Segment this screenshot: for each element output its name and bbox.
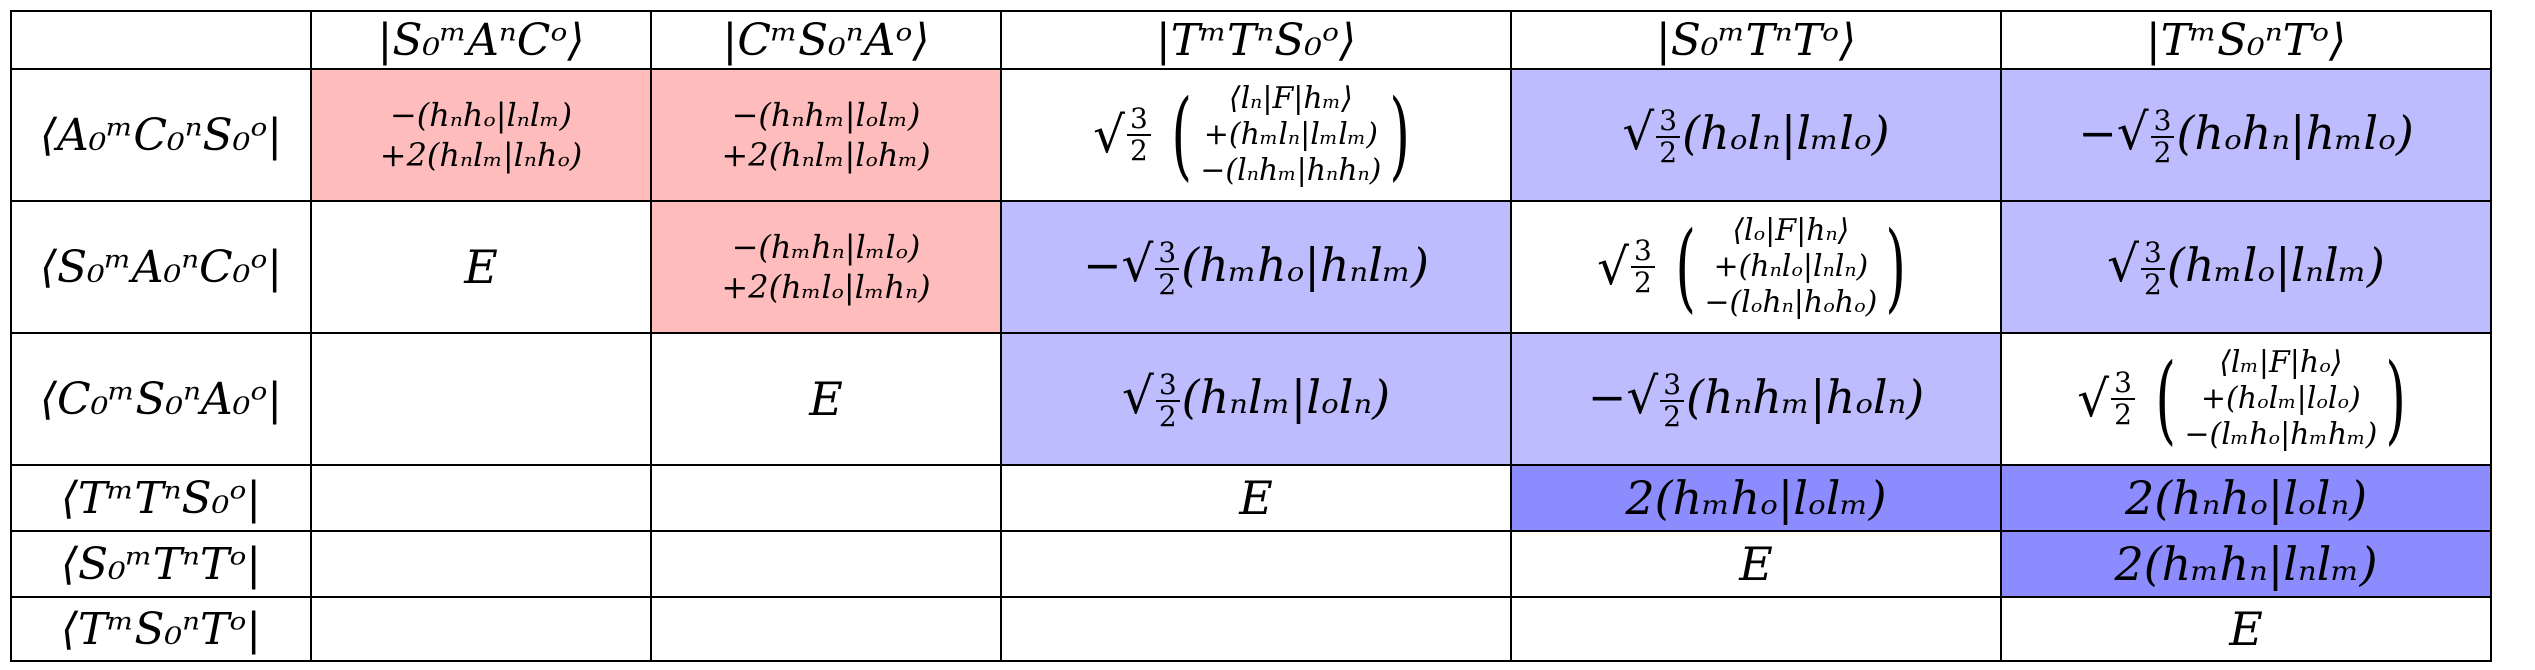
cell-line: −(lₘhₒ|hₘhₘ) (2184, 417, 2378, 452)
row-header: ⟨S₀ᵐTⁿTᵒ| (10, 530, 312, 598)
cell-r3c2: E (650, 332, 1002, 466)
cell-line: +(hₙlₒ|lₙlₙ) (1713, 249, 1869, 284)
cell-r5c3 (1000, 530, 1512, 598)
sqrt-symbol: √ (2077, 370, 2110, 428)
paren-block: ( ⟨lₙ|F|hₘ⟩ +(hₘlₙ|lₘlₘ) −(lₙhₘ|hₙhₙ) ) (1171, 79, 1411, 191)
cell-r6c4 (1510, 596, 2002, 662)
cell-value: (hₘhₒ|hₙlₘ) (1181, 237, 1430, 292)
cell-r2c1: E (310, 200, 652, 334)
matrix-elements-table: |S₀ᵐAⁿCᵒ⟩ |CᵐS₀ⁿAᵒ⟩ |TᵐTⁿS₀ᵒ⟩ |S₀ᵐTⁿTᵒ⟩ … (10, 10, 2492, 662)
cell-r6c2 (650, 596, 1002, 662)
paren-block: ( ⟨lₘ|F|hₒ⟩ +(hₒlₘ|lₒlₒ) −(lₘhₒ|hₘhₘ) ) (2155, 343, 2407, 455)
cell-r1c1: −(hₙhₒ|lₙlₘ) +2(hₙlₘ|lₙhₒ) (310, 68, 652, 202)
col-header: |TᵐS₀ⁿTᵒ⟩ (2000, 10, 2492, 70)
cell-line: +(hₒlₘ|lₒlₒ) (2200, 381, 2361, 416)
table-row: ⟨TᵐS₀ⁿTᵒ| E (10, 596, 2492, 662)
cell-value: (hₒlₙ|lₘlₒ) (1682, 105, 1890, 160)
col-header: |S₀ᵐTⁿTᵒ⟩ (1510, 10, 2002, 70)
cell-line: −(hₘhₙ|lₘlₒ) (731, 228, 921, 266)
cell-line: −(lₙhₘ|hₙhₙ) (1200, 153, 1382, 188)
cell-value: (hₙhₘ|hₒlₙ) (1686, 369, 1925, 424)
cell-value: (hₙlₘ|lₒlₙ) (1181, 369, 1391, 424)
cell-line: −(hₙhₒ|lₙlₘ) (389, 96, 573, 134)
cell-r6c1 (310, 596, 652, 662)
paren-block: ( ⟨lₒ|F|hₙ⟩ +(hₙlₒ|lₙlₙ) −(lₒhₙ|hₒhₒ) ) (1675, 211, 1907, 323)
header-row: |S₀ᵐAⁿCᵒ⟩ |CᵐS₀ⁿAᵒ⟩ |TᵐTⁿS₀ᵒ⟩ |S₀ᵐTⁿTᵒ⟩ … (10, 10, 2492, 70)
sqrt-symbol: √ (1093, 106, 1126, 164)
cell-r6c3 (1000, 596, 1512, 662)
cell-r5c5: 2(hₘhₙ|lₙlₘ) (2000, 530, 2492, 598)
row-header: ⟨A₀ᵐC₀ⁿS₀ᵒ| (10, 68, 312, 202)
cell-r5c4: E (1510, 530, 2002, 598)
cell-line: −(hₙhₘ|lₒlₘ) (731, 96, 921, 134)
cell-r5c2 (650, 530, 1002, 598)
cell-r4c4: 2(hₘhₒ|lₒlₘ) (1510, 464, 2002, 532)
cell-r4c2 (650, 464, 1002, 532)
row-header: ⟨TᵐS₀ⁿTᵒ| (10, 596, 312, 662)
cell-value: (hₒhₙ|hₘlₒ) (2176, 105, 2414, 160)
cell-r3c1 (310, 332, 652, 466)
table-row: ⟨TᵐTⁿS₀ᵒ| E 2(hₘhₒ|lₒlₘ) 2(hₙhₒ|lₒlₙ) (10, 464, 2492, 532)
cell-line: +(hₘlₙ|lₘlₘ) (1203, 117, 1378, 152)
row-header: ⟨S₀ᵐA₀ⁿC₀ᵒ| (10, 200, 312, 334)
cell-line: +2(hₙlₘ|lₒhₘ) (721, 136, 931, 174)
cell-r4c1 (310, 464, 652, 532)
col-header: |S₀ᵐAⁿCᵒ⟩ (310, 10, 652, 70)
cell-line: ⟨lₙ|F|hₘ⟩ (1228, 81, 1353, 116)
cell-line: +2(hₘlₒ|lₘhₙ) (721, 268, 931, 306)
col-header: |CᵐS₀ⁿAᵒ⟩ (650, 10, 1002, 70)
cell-r1c2: −(hₙhₘ|lₒlₘ) +2(hₙlₘ|lₒhₘ) (650, 68, 1002, 202)
cell-line: +2(hₙlₘ|lₙhₒ) (379, 136, 583, 174)
table-row: ⟨A₀ᵐC₀ⁿS₀ᵒ| −(hₙhₒ|lₙlₘ) +2(hₙlₘ|lₙhₒ) −… (10, 68, 2492, 202)
cell-line: −(lₒhₙ|hₒhₒ) (1704, 285, 1878, 320)
row-header: ⟨TᵐTⁿS₀ᵒ| (10, 464, 312, 532)
col-header: |TᵐTⁿS₀ᵒ⟩ (1000, 10, 1512, 70)
cell-r2c2: −(hₘhₙ|lₘlₒ) +2(hₘlₒ|lₘhₙ) (650, 200, 1002, 334)
cell-r5c1 (310, 530, 652, 598)
sqrt-symbol: √ (1597, 238, 1630, 296)
cell-r6c5: E (2000, 596, 2492, 662)
cell-value: (hₘlₒ|lₙlₘ) (2166, 237, 2385, 292)
cell-line: ⟨lₒ|F|hₙ⟩ (1732, 213, 1850, 248)
table-row: ⟨S₀ᵐA₀ⁿC₀ᵒ| E −(hₘhₙ|lₘlₒ) +2(hₘlₒ|lₘhₙ)… (10, 200, 2492, 334)
row-header: ⟨C₀ᵐS₀ⁿA₀ᵒ| (10, 332, 312, 466)
table-row: ⟨S₀ᵐTⁿTᵒ| E 2(hₘhₙ|lₙlₘ) (10, 530, 2492, 598)
cell-r4c3: E (1000, 464, 1512, 532)
cell-line: ⟨lₘ|F|hₒ⟩ (2219, 345, 2343, 380)
cell-r4c5: 2(hₙhₒ|lₒlₙ) (2000, 464, 2492, 532)
corner-cell (10, 10, 312, 70)
